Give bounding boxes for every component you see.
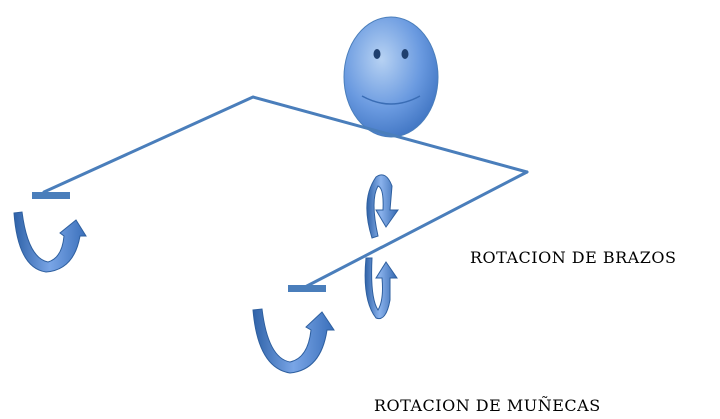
right-eye (401, 49, 409, 59)
arm-rotation-down-arrow-icon (366, 174, 399, 239)
left-eye (373, 49, 381, 59)
right-hand-bar (288, 285, 326, 292)
right-arm-line (303, 170, 529, 289)
smile (361, 95, 421, 105)
arm-rotation-label: ROTACION DE BRAZOS (470, 248, 677, 267)
left-wrist-rotation-arrow-icon (13, 211, 87, 273)
left-hand-bar (32, 192, 70, 199)
left-arm-line (42, 95, 529, 194)
right-wrist-rotation-arrow-icon (252, 308, 335, 374)
wrist-rotation-label: ROTACION DE MUÑECAS (374, 396, 601, 415)
arm-rotation-up-arrow-icon (364, 257, 398, 320)
head-smiley-icon (343, 16, 439, 138)
arms-lines (42, 95, 529, 289)
